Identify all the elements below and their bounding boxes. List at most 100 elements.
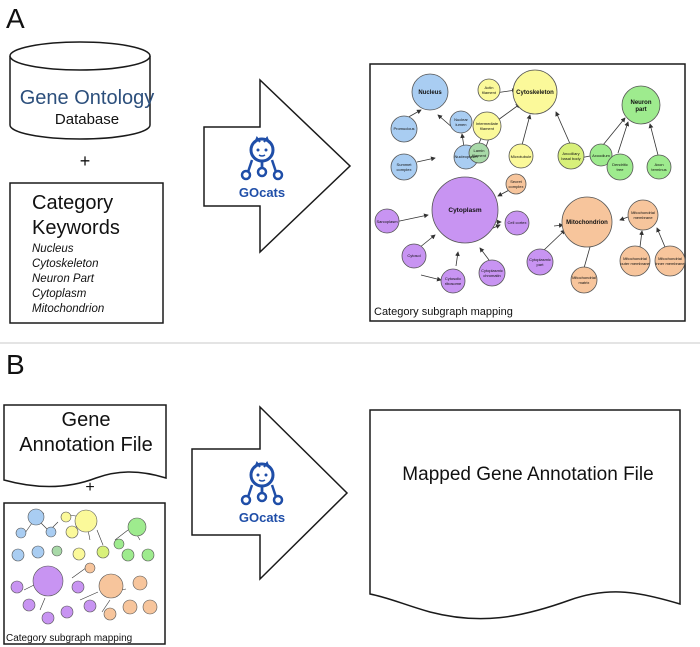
node-cell-cortex (504, 210, 530, 236)
label-mito-matrix: Mitochondrial (572, 275, 596, 280)
keyword-item: Cytoplasm (32, 288, 87, 300)
gocats-arrow-a: GOcats (203, 78, 352, 254)
gocats-logo-text-b: GOcats (239, 510, 285, 525)
label-nucleoplasm: Nucleoplasm (454, 154, 478, 159)
panel-b-label: B (6, 349, 25, 380)
label-mito-membrane: Mitochondrial (631, 210, 655, 215)
gocats-arrow-b: GOcats (191, 405, 349, 581)
label-axon: Axoodium (592, 153, 610, 158)
label-cytoplasm: Cytoplasm (448, 207, 481, 214)
node-cytoskeleton (512, 69, 558, 115)
label-dendrite: Dendritic (612, 162, 628, 167)
label-microtubule: Microtubule (511, 154, 532, 159)
label-neuron-part: Neuron (631, 100, 652, 106)
node-mito-outer (619, 245, 651, 277)
category-title-line1: Category (32, 192, 113, 214)
label-cytoplasmic-part: Cytoplasmic (529, 257, 551, 262)
keyword-item: Mitochondrion (32, 303, 104, 315)
subgraph-caption: Category subgraph mapping (374, 306, 513, 318)
mapped-file-title: Mapped Gene Annotation File (402, 464, 653, 485)
node-sarcoplasm (374, 208, 400, 234)
label-actin-filament: Actin (485, 85, 494, 90)
mini-subgraph-caption: Category subgraph mapping (6, 633, 132, 644)
label-cytoplasmic-chromatin-2: chromatin (483, 273, 501, 278)
node-nucleus (411, 73, 449, 111)
gene-file-line2: Annotation File (19, 434, 152, 456)
label-cytosol: Cytosol (407, 253, 420, 258)
node-actin-filament (477, 78, 501, 102)
category-subgraph-mapping: Nucleus Cytoskeleton Neuron part Cytopla… (369, 63, 686, 322)
label-cytoplasmic-chromatin: Cytoplasmic (481, 268, 503, 273)
database-cylinder: Gene Ontology Database (9, 41, 155, 140)
keyword-item: Nucleus (32, 243, 74, 255)
gocats-logo-text-a: GOcats (239, 185, 285, 200)
database-subtitle: Database (55, 111, 119, 128)
node-mitochondrion (561, 196, 613, 248)
plus-sign-b: + (85, 479, 94, 496)
node-axon-terminus (646, 154, 672, 180)
gene-annotation-file: Gene Annotation File (3, 404, 167, 488)
node-microtubule (508, 143, 534, 169)
label-mito-outer-2: outer membrane (620, 261, 650, 266)
label-axon-terminus-2: terminus (651, 167, 666, 172)
label-mito-membrane-2: membrane (633, 215, 653, 220)
label-cytoskeleton: Cytoskeleton (516, 90, 554, 96)
node-spliceosome (390, 153, 418, 181)
label-spliceosome-2: complex (397, 167, 412, 172)
label-cytoplasmic-part-2: part (537, 262, 545, 267)
label-neuron-part-2: part (635, 107, 646, 113)
node-ciliary-basal-body (557, 142, 585, 170)
node-nuclear-lumen (449, 110, 473, 134)
node-mito-matrix (570, 266, 598, 294)
gene-file-line1: Gene (62, 409, 111, 431)
node-cytoplasmic-chromatin (478, 259, 506, 287)
node-cytosol (401, 243, 427, 269)
label-lamin-filament: Lamin (474, 148, 485, 153)
label-nucleus: Nucleus (418, 90, 442, 96)
panel-a-label: A (6, 3, 25, 34)
node-cytoplasm (431, 176, 499, 244)
label-cell-cortex: Cell cortex (508, 220, 527, 225)
keyword-item: Neuron Part (32, 273, 95, 285)
label-mitochondrion: Mitochondrion (566, 220, 608, 226)
label-nuclear-lumen-2: lumen (456, 122, 467, 127)
node-cytosolic-ribosome (440, 268, 466, 294)
node-dendrite (606, 153, 634, 181)
label-spliceosome: Summet (397, 162, 413, 167)
category-keywords-box: Category Keywords Nucleus Cytoskeleton N… (9, 182, 164, 324)
label-secretory-complex: Secret (510, 179, 522, 184)
label-intermediate-filament: Intermediate (476, 121, 499, 126)
node-mito-membrane (627, 199, 659, 231)
label-intermediate-filament-2: filament (480, 126, 495, 131)
keyword-item: Cytoskeleton (32, 258, 98, 270)
node-axon (589, 143, 613, 167)
label-mito-inner: Mitochondrial (658, 256, 682, 261)
node-lamin-filament (468, 142, 490, 164)
node-intermediate-filament (472, 111, 502, 141)
mini-subgraph-mapping: Category subgraph mapping (3, 502, 166, 645)
node-neuron-part (621, 85, 661, 125)
node-secretory-complex (505, 173, 527, 195)
label-secretory-complex-2: complex (509, 184, 524, 189)
label-axon-terminus: Axon (654, 162, 663, 167)
label-mito-outer: Mitochondrial (623, 256, 647, 261)
label-cytosolic-ribosome: Cytosolic (445, 276, 461, 281)
label-mito-inner-2: inner membrane (655, 261, 685, 266)
label-ciliary-basal-body: Ancolliary (562, 151, 579, 156)
label-lamin-filament-2: filament (472, 153, 487, 158)
label-mito-matrix-2: matrix (579, 280, 590, 285)
mapped-gene-annotation-file: Mapped Gene Annotation File (369, 409, 681, 620)
label-ciliary-basal-body-2: basal body (561, 156, 580, 161)
node-promuclous (390, 115, 418, 143)
plus-sign-a: + (80, 151, 91, 171)
node-cytoplasmic-part (526, 248, 554, 276)
label-actin-filament-2: filament (482, 90, 497, 95)
label-dendrite-2: tree (617, 167, 625, 172)
category-title-line2: Keywords (32, 217, 120, 239)
label-cytosolic-ribosome-2: ribosome (445, 281, 462, 286)
label-sarcoplasm: Sarcoplasm (376, 219, 398, 224)
label-nuclear-lumen: Nuclear (454, 117, 468, 122)
database-title: Gene Ontology (20, 87, 155, 109)
label-promuclous: Promuclous (393, 126, 414, 131)
